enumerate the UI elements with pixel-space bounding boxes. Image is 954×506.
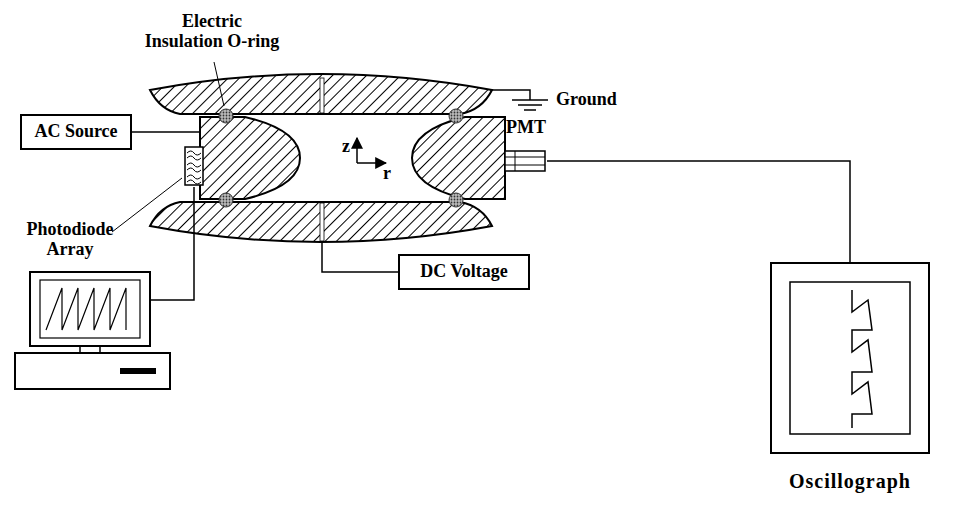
- bottom-end-cap: [150, 202, 492, 242]
- signal-wire: [151, 187, 194, 300]
- top-end-cap: [150, 74, 492, 114]
- pmt-tube: PMT: [505, 118, 547, 172]
- pmt-tube: [505, 150, 547, 172]
- o-ring: [449, 109, 463, 123]
- ground-symbol: [524, 109, 536, 111]
- ground-symbol: [512, 99, 548, 101]
- leader-line: [112, 178, 182, 232]
- cap-hole: [320, 78, 324, 113]
- signal-wire: [547, 161, 850, 262]
- tube-detail: [505, 151, 545, 171]
- array-outline: [185, 147, 203, 185]
- oscillograph-box: Oscillograph: [770, 262, 930, 454]
- dc-wire: [322, 241, 398, 272]
- oscillograph-screen: [790, 282, 910, 434]
- node-text: PMT: [505, 118, 547, 138]
- ground-symbol: [518, 104, 542, 106]
- node-text: Oscillograph: [752, 470, 948, 492]
- drive-slot: [120, 368, 156, 374]
- o-ring: [449, 193, 463, 207]
- node-text: AC Source: [34, 122, 117, 142]
- z-axis: [356, 138, 358, 163]
- array-element: [187, 175, 201, 184]
- array-element: [187, 163, 201, 172]
- array-element: [187, 151, 201, 160]
- computer-screen: [40, 280, 140, 338]
- ground-label: Ground: [556, 90, 617, 110]
- part-label: Electric Insulation O-ring: [143, 12, 281, 52]
- leader-line: [214, 62, 224, 106]
- cap-hole: [320, 203, 324, 241]
- sawtooth-trace: [46, 288, 126, 330]
- node-text: DC Voltage: [420, 262, 508, 282]
- ground-wire: [490, 90, 530, 100]
- computer-base: [15, 353, 170, 389]
- ring-electrode: [200, 117, 300, 199]
- source-box: AC Source: [20, 114, 132, 150]
- source-box: DC Voltage: [398, 254, 530, 290]
- r-axis: [357, 162, 386, 164]
- tube-body: [505, 151, 545, 171]
- photodiode-array: [184, 146, 204, 186]
- computer-stand: [80, 346, 100, 353]
- computer-monitor: [30, 272, 150, 346]
- node-text: Photodiode Array: [12, 220, 128, 260]
- photodiode-array: Photodiode Array: [184, 146, 204, 186]
- o-ring: [219, 193, 233, 207]
- o-ring: [219, 109, 233, 123]
- ac-wire: [132, 131, 200, 133]
- axis-label: r: [383, 164, 391, 184]
- ring-electrode: [412, 117, 505, 199]
- axis-label: z: [342, 137, 350, 157]
- pulse-trace: [852, 290, 872, 428]
